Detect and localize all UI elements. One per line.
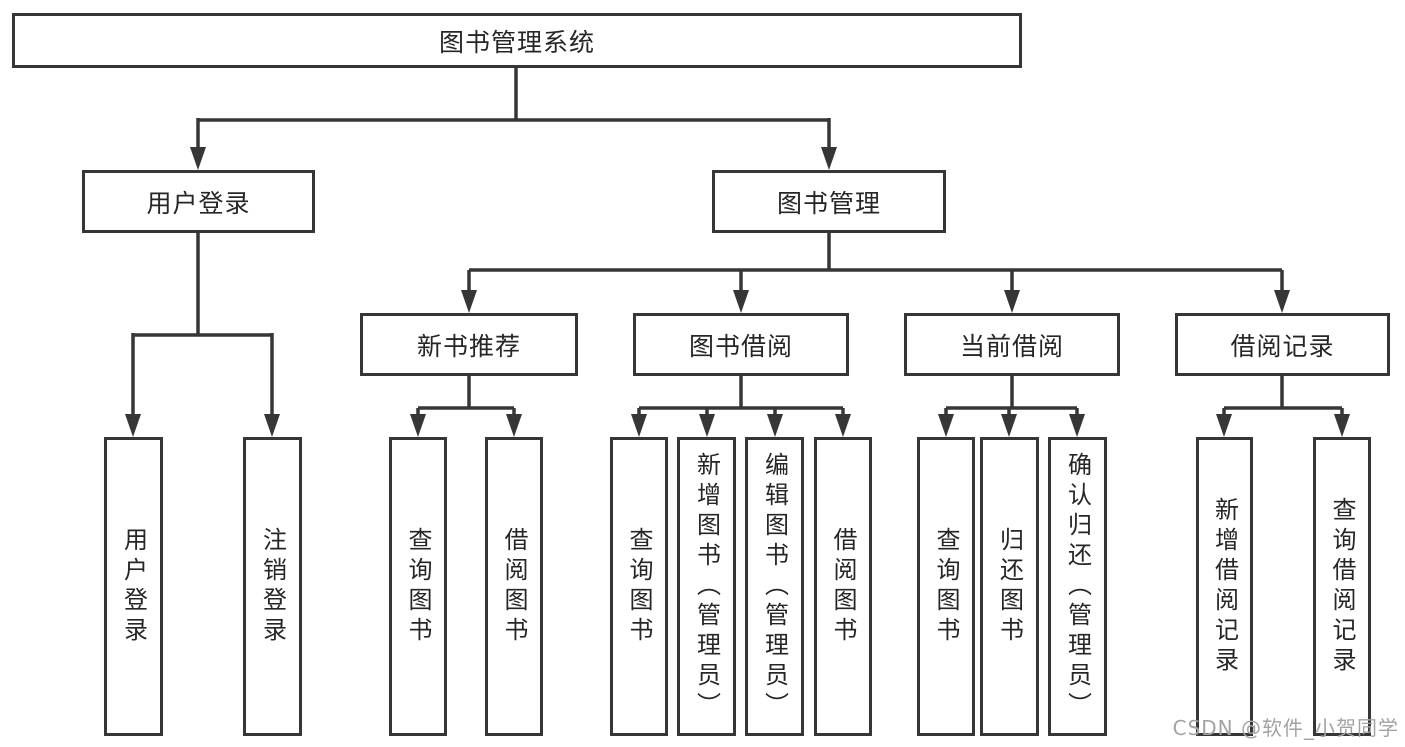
arrowheads xyxy=(125,147,1350,437)
leaf-query-books-borrow: 查询图书 xyxy=(610,437,668,736)
node-book-management: 图书管理 xyxy=(712,170,946,233)
leaf-return-books: 归还图书 xyxy=(980,437,1039,736)
node-new-book-recommend: 新书推荐 xyxy=(360,313,578,376)
leaf-query-books-current: 查询图书 xyxy=(917,437,975,736)
leaf-confirm-return-admin-label: 确认归还（管理员） xyxy=(1063,451,1092,722)
csdn-watermark: CSDN @软件_小贺同学 xyxy=(1172,716,1399,740)
node-current-borrowing: 当前借阅 xyxy=(904,313,1120,376)
leaf-add-borrow-record: 新增借阅记录 xyxy=(1196,437,1253,736)
leaf-query-borrow-record: 查询借阅记录 xyxy=(1313,437,1371,736)
node-user-login-branch: 用户登录 xyxy=(82,170,315,233)
leaf-logout: 注销登录 xyxy=(243,437,302,736)
leaf-add-books-admin-label: 新增图书（管理员） xyxy=(692,451,721,722)
node-root: 图书管理系统 xyxy=(12,13,1022,68)
leaf-borrow-books-recommend: 借阅图书 xyxy=(485,437,543,736)
leaf-query-borrow-record-label: 查询借阅记录 xyxy=(1328,496,1356,677)
leaf-add-borrow-record-label: 新增借阅记录 xyxy=(1210,496,1239,677)
leaf-edit-books-admin: 编辑图书（管理员） xyxy=(745,437,804,736)
leaf-borrow-books-borrow: 借阅图书 xyxy=(814,437,872,736)
leaf-confirm-return-admin: 确认归还（管理员） xyxy=(1048,437,1107,736)
leaf-query-books-recommend: 查询图书 xyxy=(389,437,447,736)
leaf-add-books-admin: 新增图书（管理员） xyxy=(677,437,736,736)
leaf-query-books-borrow-label: 查询图书 xyxy=(625,526,653,647)
leaf-edit-books-admin-label: 编辑图书（管理员） xyxy=(760,451,789,722)
leaf-user-login: 用户登录 xyxy=(104,437,163,736)
leaf-borrow-books-borrow-label: 借阅图书 xyxy=(829,526,857,647)
node-book-borrowing: 图书借阅 xyxy=(633,313,849,376)
node-borrow-records: 借阅记录 xyxy=(1175,313,1390,376)
leaf-query-books-current-label: 查询图书 xyxy=(932,526,960,647)
leaf-return-books-label: 归还图书 xyxy=(995,526,1024,647)
leaf-logout-label: 注销登录 xyxy=(258,526,287,647)
leaf-user-login-label: 用户登录 xyxy=(119,526,148,647)
leaf-query-books-recommend-label: 查询图书 xyxy=(404,526,432,647)
leaf-borrow-books-recommend-label: 借阅图书 xyxy=(500,526,528,647)
